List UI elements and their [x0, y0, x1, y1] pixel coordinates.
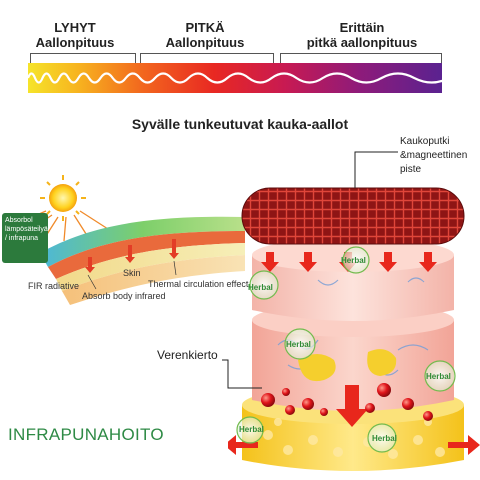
callout-line-2: &magneettinen	[400, 150, 468, 161]
very-long-wavelength-label: Erittäin pitkä aallonpituus	[282, 20, 442, 50]
fat-layer-side	[242, 405, 464, 471]
herbal-label-3: Herbal	[286, 340, 311, 349]
herbal-label-4: Herbal	[426, 372, 451, 381]
very-long-bracket	[280, 53, 442, 64]
middle-skin-layer	[56, 243, 245, 291]
sun-icon	[40, 175, 86, 221]
callout-line-3: piste	[400, 164, 422, 175]
fat-blob-right	[367, 349, 397, 376]
herbal-label-2: Herbal	[341, 256, 366, 265]
fat-cells	[263, 418, 445, 459]
wave-line-icon	[28, 72, 442, 84]
short-wavelength-title: LYHYT	[54, 20, 96, 35]
short-wavelength-subtitle: Aallonpituus	[35, 35, 115, 50]
herbal-label-5: Herbal	[239, 425, 264, 434]
thermal-circulation-label: Thermal circulation effect	[148, 279, 249, 289]
absorb-infrared-label: Absorb body infrared	[82, 291, 166, 301]
callout-line-1: Kaukoputki	[400, 136, 450, 147]
herbal-markers	[236, 246, 456, 453]
far-infrared-callout: Kaukoputki &magneettinen piste	[400, 135, 467, 177]
skin-absorption-diagram	[17, 175, 245, 305]
short-wavelength-label: LYHYT Aallonpituus	[20, 20, 130, 50]
very-long-wavelength-title: Erittäin	[339, 20, 385, 35]
blood-cells	[261, 383, 433, 421]
short-bracket	[30, 53, 136, 64]
right-spread-arrow	[448, 435, 480, 455]
fat-blob-left	[298, 354, 336, 382]
skin-label: Skin	[123, 268, 141, 278]
herbal-label-1: Herbal	[248, 283, 273, 292]
very-long-wavelength-subtitle: pitkä aallonpituus	[306, 35, 418, 50]
fir-radiative-label: FIR radiative	[28, 281, 80, 291]
outer-skin-layer	[40, 216, 245, 267]
long-wavelength-title: PITKÄ	[185, 20, 225, 35]
long-wavelength-subtitle: Aallonpituus	[165, 35, 245, 50]
herbal-label-6: Herbal	[372, 434, 397, 443]
absorption-info-box: Absorbol lämpösäteilyä / infrapuna	[2, 213, 48, 263]
left-spread-arrow	[228, 435, 258, 455]
long-bracket	[140, 53, 274, 64]
long-wavelength-label: PITKÄ Aallonpituus	[150, 20, 260, 50]
wavelength-spectrum-bar	[28, 63, 442, 93]
absorption-info-text: Absorbol lämpösäteilyä / infrapuna	[5, 217, 48, 242]
page-title: INFRAPUNAHOITO	[8, 425, 164, 444]
spectrum-subtitle: Syvälle tunkeutuvat kauka-aallot	[131, 116, 349, 132]
epidermis-layer-side	[252, 255, 454, 321]
far-infrared-pad	[241, 187, 465, 245]
circulation-callout: Verenkierto	[157, 348, 218, 362]
layered-tissue-diagram	[228, 187, 480, 471]
red-skin-layer	[48, 231, 245, 279]
inner-skin-layer	[62, 255, 245, 305]
absorption-arrows	[85, 239, 179, 273]
